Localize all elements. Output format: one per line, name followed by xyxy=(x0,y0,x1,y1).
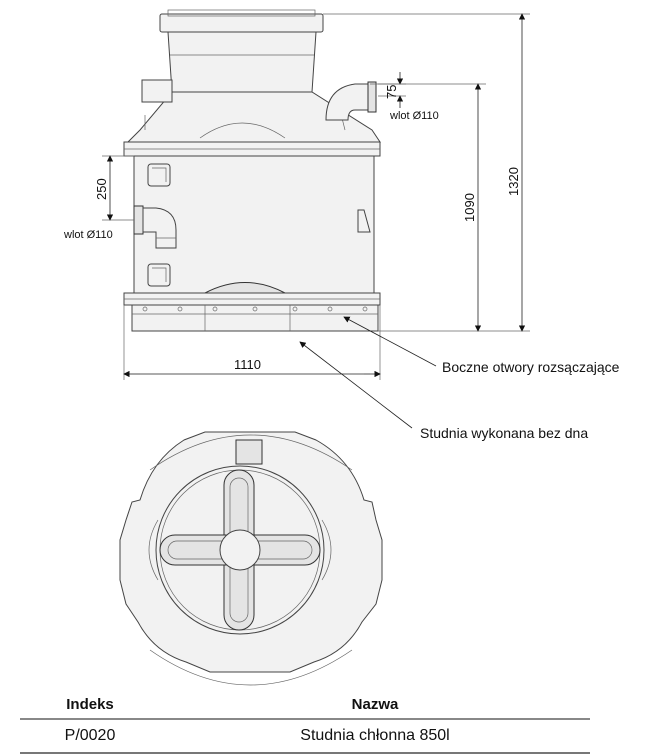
dim-250: 250 xyxy=(94,178,109,200)
inlet-label-top: wlot Ø110 xyxy=(389,110,439,122)
cell-name: Studnia chłonna 850l xyxy=(300,727,450,744)
product-table: Indeks Nazwa P/0020 Studnia chłonna 850l xyxy=(20,690,590,754)
annotations: Boczne otwory rozsączające Studnia wykon… xyxy=(299,316,620,441)
top-inlet-pipe xyxy=(325,81,377,121)
annotation-side-holes: Boczne otwory rozsączające xyxy=(442,359,620,375)
center-hub xyxy=(219,529,261,571)
side-view xyxy=(123,9,381,332)
side-holes xyxy=(142,306,368,312)
header-name: Nazwa xyxy=(351,695,399,713)
dim-1110: 1110 xyxy=(234,357,261,372)
top-view xyxy=(119,431,383,686)
table-header: Indeks Nazwa xyxy=(20,690,590,720)
cell-index: P/0020 xyxy=(64,727,116,744)
annotation-no-bottom: Studnia wykonana bez dna xyxy=(420,425,588,441)
neck xyxy=(167,31,317,93)
dim-1090: 1090 xyxy=(462,193,477,222)
base-ring xyxy=(131,304,379,332)
dimension-lines: 75 wlot Ø110 1320 1090 250 wlot Ø110 111… xyxy=(63,13,530,380)
lid xyxy=(159,13,324,33)
body xyxy=(133,155,375,294)
dim-75: 75 xyxy=(384,85,399,99)
inlet-label-left: wlot Ø110 xyxy=(63,229,113,241)
dim-1320: 1320 xyxy=(506,167,521,196)
table-row: P/0020 Studnia chłonna 850l xyxy=(20,720,590,754)
technical-drawing: 75 wlot Ø110 1320 1090 250 wlot Ø110 111… xyxy=(63,9,620,686)
header-index: Indeks xyxy=(66,695,114,713)
